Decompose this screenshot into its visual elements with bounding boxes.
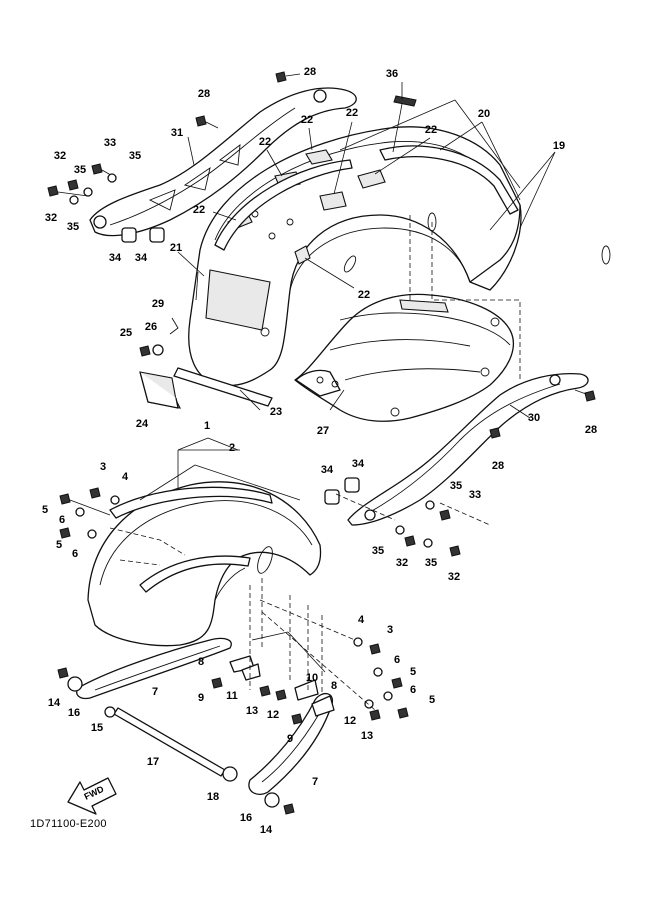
callout-13: 13 xyxy=(361,730,373,742)
callout-32: 32 xyxy=(448,571,460,583)
callout-34: 34 xyxy=(109,252,122,264)
assembly-dashed-lines xyxy=(109,215,521,711)
front-axle xyxy=(113,707,226,777)
callout-27: 27 xyxy=(317,425,329,437)
axle-collars xyxy=(67,676,280,808)
callout-5: 5 xyxy=(42,504,48,516)
callout-28: 28 xyxy=(585,424,597,436)
callout-labels: 28 36 28 20 22 22 22 22 19 31 33 32 35 3… xyxy=(42,66,597,836)
callout-28: 28 xyxy=(304,66,316,78)
callout-29: 29 xyxy=(152,298,164,310)
callout-33: 33 xyxy=(104,137,116,149)
callout-7: 7 xyxy=(152,686,158,698)
callout-6: 6 xyxy=(410,684,416,696)
callout-5: 5 xyxy=(429,694,435,706)
callout-10: 10 xyxy=(306,672,318,684)
callout-34: 34 xyxy=(321,464,334,476)
callout-3: 3 xyxy=(387,624,393,636)
rear-fender-side-rail xyxy=(214,145,519,251)
callout-14: 14 xyxy=(48,697,61,709)
callout-9: 9 xyxy=(198,692,204,704)
callout-30: 30 xyxy=(528,412,540,424)
callout-35: 35 xyxy=(74,164,86,176)
fender-bracket-left xyxy=(76,637,232,700)
callout-4: 4 xyxy=(358,614,365,626)
callout-24: 24 xyxy=(136,418,149,430)
callout-35: 35 xyxy=(425,557,437,569)
callout-17: 17 xyxy=(147,756,159,768)
callout-9: 9 xyxy=(287,733,293,745)
callout-22: 22 xyxy=(301,114,313,126)
callout-16: 16 xyxy=(240,812,252,824)
callout-8: 8 xyxy=(198,656,204,668)
callout-36: 36 xyxy=(386,68,398,80)
callout-35: 35 xyxy=(67,221,79,233)
callout-6: 6 xyxy=(394,654,400,666)
rear-rail-left xyxy=(89,87,357,237)
callout-22: 22 xyxy=(259,136,271,148)
fwd-arrow: FWD xyxy=(67,777,117,815)
callout-7: 7 xyxy=(312,776,318,788)
callout-14: 14 xyxy=(260,824,273,836)
callout-31: 31 xyxy=(171,127,183,139)
callout-35: 35 xyxy=(450,480,462,492)
callout-32: 32 xyxy=(396,557,408,569)
callout-18: 18 xyxy=(207,791,219,803)
callout-1: 1 xyxy=(204,420,210,432)
callout-19: 19 xyxy=(553,140,565,152)
spacer-collars-left xyxy=(121,227,165,243)
callout-26: 26 xyxy=(145,321,157,333)
callout-6: 6 xyxy=(72,548,78,560)
callout-34: 34 xyxy=(352,458,365,470)
callout-6: 6 xyxy=(59,514,65,526)
callout-3: 3 xyxy=(100,461,106,473)
callout-22: 22 xyxy=(193,204,205,216)
rear-rail-right xyxy=(347,372,589,526)
callout-22: 22 xyxy=(346,107,358,119)
callout-5: 5 xyxy=(56,539,62,551)
callout-12: 12 xyxy=(344,715,356,727)
callout-12: 12 xyxy=(267,709,279,721)
callout-28: 28 xyxy=(198,88,210,100)
callout-34: 34 xyxy=(135,252,148,264)
callout-2: 2 xyxy=(229,442,235,454)
callout-20: 20 xyxy=(478,108,490,120)
spacer-collars-right xyxy=(324,477,360,505)
callout-13: 13 xyxy=(246,705,258,717)
front-fender-stay xyxy=(109,486,273,593)
license-bracket xyxy=(139,367,273,409)
diagram-reference-code: 1D71100-E200 xyxy=(30,818,107,830)
callout-35: 35 xyxy=(372,545,384,557)
callout-32: 32 xyxy=(45,212,57,224)
callout-4: 4 xyxy=(122,471,129,483)
callout-22: 22 xyxy=(358,289,370,301)
callout-35: 35 xyxy=(129,150,141,162)
callout-16: 16 xyxy=(68,707,80,719)
rear-inner-fender xyxy=(294,293,514,422)
callout-32: 32 xyxy=(54,150,66,162)
callout-33: 33 xyxy=(469,489,481,501)
callout-25: 25 xyxy=(120,327,132,339)
callout-22: 22 xyxy=(425,124,437,136)
callout-8: 8 xyxy=(331,680,337,692)
callout-21: 21 xyxy=(170,242,182,254)
callout-11: 11 xyxy=(226,690,238,702)
callout-15: 15 xyxy=(91,722,103,734)
callout-23: 23 xyxy=(270,406,282,418)
fasteners xyxy=(47,71,596,815)
callout-5: 5 xyxy=(410,666,416,678)
callout-28: 28 xyxy=(492,460,504,472)
leader-lines xyxy=(139,82,556,673)
clips-and-brackets xyxy=(229,655,335,717)
